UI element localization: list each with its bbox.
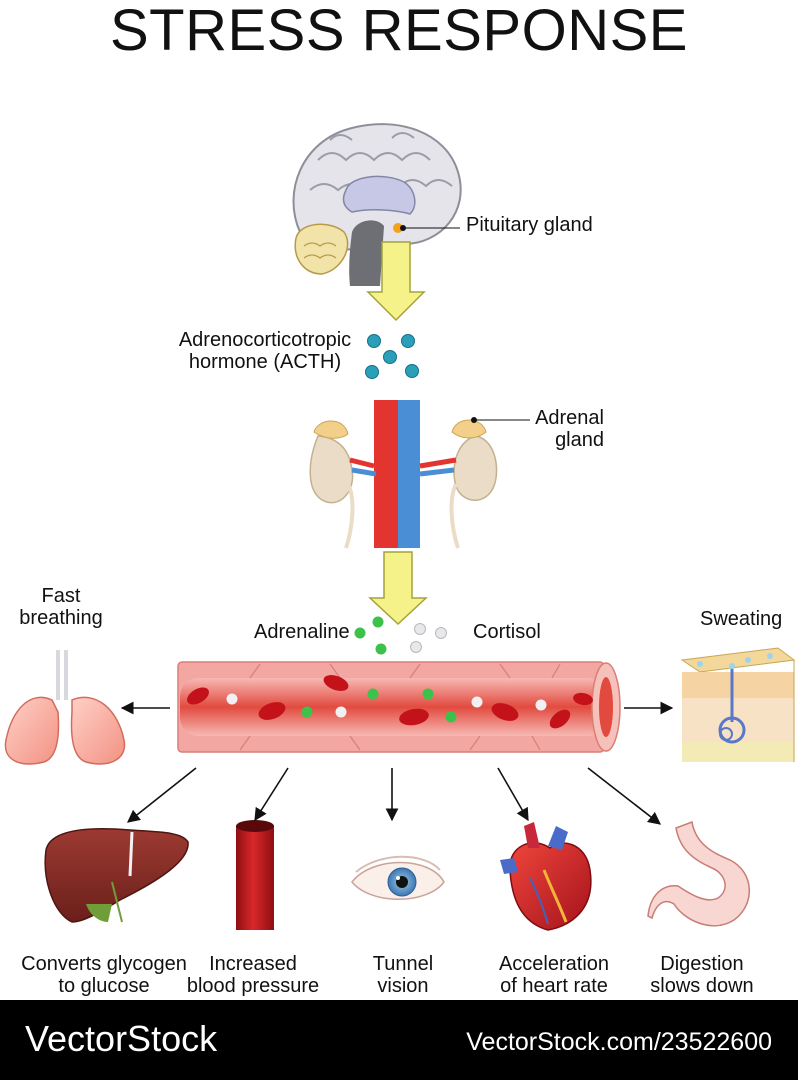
skin-sweating-icon — [680, 647, 796, 762]
label-effect-blood-pressure: Increased blood pressure — [178, 953, 328, 997]
label-fast-line1: Fast — [41, 585, 81, 607]
diagram-title: STRESS RESPONSE — [110, 0, 688, 63]
label-effect-digestion-line1: Digestion — [660, 953, 744, 975]
pituitary-pointer-dot — [400, 225, 406, 231]
blood-cells — [187, 675, 593, 729]
label-fast-breathing: Fast breathing — [6, 585, 116, 629]
flow-arrow-middle — [368, 551, 428, 626]
eye-icon — [351, 855, 445, 900]
label-adrenal-line2: gland — [555, 428, 604, 451]
blood-vessel-icon — [177, 661, 621, 753]
cortisol-particles — [410, 623, 447, 653]
kidneys-adrenal-icon — [309, 400, 498, 549]
blood-pressure-vessel-icon — [236, 820, 274, 930]
label-adrenaline: Adrenaline — [254, 621, 350, 643]
label-effect-vision-line1: Tunnel — [372, 953, 434, 975]
label-effect-heart-line2: of heart rate — [500, 974, 608, 997]
liver-icon — [44, 828, 189, 923]
label-acth-line2: hormone (ACTH) — [188, 350, 342, 373]
adrenaline-particles — [354, 616, 387, 655]
label-effect-digestion: Digestion slows down — [640, 953, 764, 997]
label-pituitary-gland: Pituitary gland — [466, 214, 593, 236]
diagram-artwork — [4, 123, 796, 931]
label-effect-liver: Converts glycogen to glucose — [14, 953, 194, 997]
label-adrenal-gland: Adrenal gland — [520, 407, 604, 451]
label-adrenal-line1: Adrenal — [535, 407, 604, 429]
watermark-url: VectorStock.com/23522600 — [466, 1028, 772, 1056]
watermark-bar: VectorStock VectorStock.com/23522600 — [0, 1000, 798, 1080]
label-cortisol: Cortisol — [473, 621, 541, 643]
label-effect-heart-line1: Acceleration — [498, 953, 610, 975]
label-fast-line2: breathing — [19, 606, 103, 629]
label-acth: Adrenocorticotropic hormone (ACTH) — [165, 329, 365, 373]
stomach-icon — [647, 820, 750, 927]
lungs-icon — [4, 650, 126, 765]
flow-arrow-top — [366, 241, 426, 322]
label-effect-vision-line2: vision — [377, 974, 429, 997]
watermark-brand: VectorStock — [25, 1018, 218, 1059]
label-effect-tunnel-vision: Tunnel vision — [348, 953, 458, 997]
brain-icon — [292, 123, 462, 286]
label-effect-digestion-line2: slows down — [650, 974, 754, 997]
label-effect-bp-line1: Increased — [209, 953, 297, 975]
label-effect-bp-line2: blood pressure — [186, 974, 320, 997]
label-acth-line1: Adrenocorticotropic — [178, 329, 352, 351]
acth-particles — [365, 334, 419, 379]
label-effect-liver-line1: Converts glycogen — [21, 953, 187, 975]
effect-arrows — [120, 701, 674, 825]
label-effect-liver-line2: to glucose — [58, 974, 150, 997]
heart-icon — [500, 822, 592, 931]
label-sweating: Sweating — [700, 608, 783, 630]
label-effect-heart-rate: Acceleration of heart rate — [482, 953, 626, 997]
adrenal-pointer-dot — [471, 417, 477, 423]
